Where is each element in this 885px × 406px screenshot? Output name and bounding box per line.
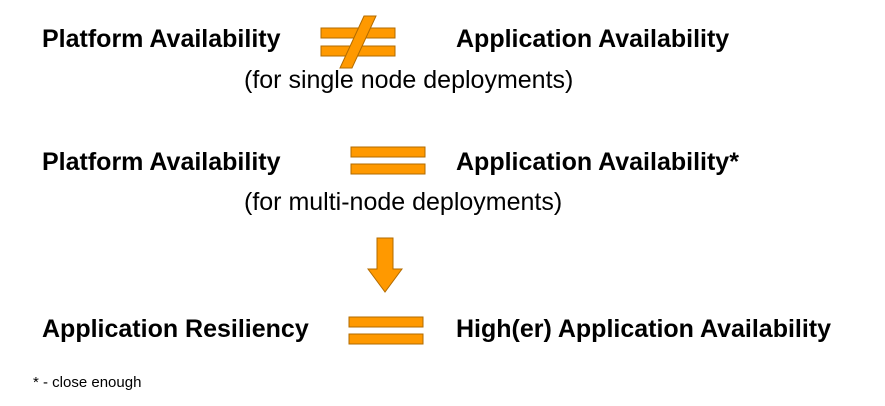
- row1-left-label: Platform Availability: [42, 25, 281, 53]
- row1-right-label: Application Availability: [456, 25, 730, 53]
- row2-right-label: Application Availability*: [456, 148, 739, 176]
- row2-note: (for multi-node deployments): [244, 188, 563, 216]
- row3-right-label: High(er) Application Availability: [456, 315, 832, 343]
- row2-left-label: Platform Availability: [42, 148, 281, 176]
- equal-icon: [348, 316, 424, 345]
- not-equal-icon: [320, 15, 396, 69]
- equal-icon: [350, 146, 426, 175]
- row3-left-label: Application Resiliency: [42, 315, 309, 343]
- row1-note: (for single node deployments): [244, 66, 574, 94]
- footnote: * - close enough: [33, 374, 142, 391]
- down-arrow-icon: [367, 237, 403, 293]
